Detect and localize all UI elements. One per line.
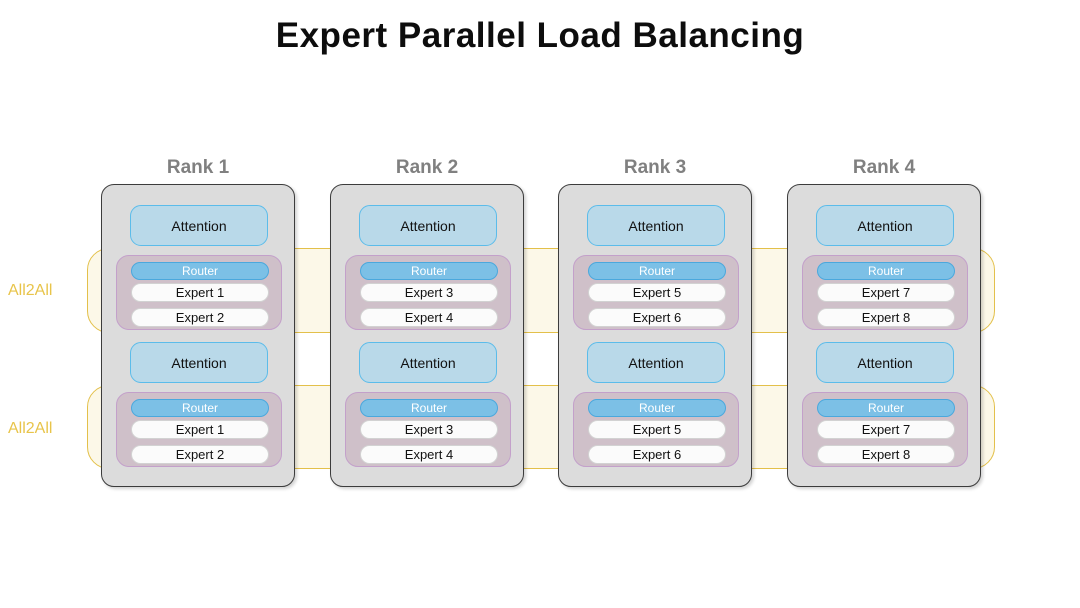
attention-block: Attention xyxy=(816,205,954,246)
attention-block: Attention xyxy=(130,342,268,383)
rank-column-3: Attention Router Expert 5 Expert 6 Atten… xyxy=(558,184,752,487)
moe-group: Router Expert 5 Expert 6 xyxy=(573,255,739,330)
rank-label-2: Rank 2 xyxy=(395,157,459,178)
expert-block: Expert 3 xyxy=(360,420,498,439)
page-title: Expert Parallel Load Balancing xyxy=(275,16,805,55)
expert-block: Expert 4 xyxy=(360,445,498,464)
moe-group: Router Expert 7 Expert 8 xyxy=(802,392,968,467)
attention-block: Attention xyxy=(587,342,725,383)
moe-group: Router Expert 1 Expert 2 xyxy=(116,392,282,467)
moe-group: Router Expert 1 Expert 2 xyxy=(116,255,282,330)
expert-block: Expert 2 xyxy=(131,445,269,464)
expert-block: Expert 8 xyxy=(817,445,955,464)
rank-label-1: Rank 1 xyxy=(166,157,230,178)
expert-block: Expert 7 xyxy=(817,420,955,439)
expert-block: Expert 1 xyxy=(131,420,269,439)
attention-block: Attention xyxy=(359,342,497,383)
moe-group: Router Expert 3 Expert 4 xyxy=(345,255,511,330)
router-block: Router xyxy=(588,399,726,417)
expert-block: Expert 7 xyxy=(817,283,955,302)
router-block: Router xyxy=(817,262,955,280)
moe-group: Router Expert 3 Expert 4 xyxy=(345,392,511,467)
router-block: Router xyxy=(588,262,726,280)
rank-label-3: Rank 3 xyxy=(623,157,687,178)
router-block: Router xyxy=(131,262,269,280)
expert-block: Expert 2 xyxy=(131,308,269,327)
attention-block: Attention xyxy=(816,342,954,383)
expert-block: Expert 1 xyxy=(131,283,269,302)
attention-block: Attention xyxy=(130,205,268,246)
attention-block: Attention xyxy=(359,205,497,246)
router-block: Router xyxy=(817,399,955,417)
rank-column-2: Attention Router Expert 3 Expert 4 Atten… xyxy=(330,184,524,487)
expert-block: Expert 5 xyxy=(588,420,726,439)
router-block: Router xyxy=(360,262,498,280)
attention-block: Attention xyxy=(587,205,725,246)
rank-2-stack: Attention Router Expert 3 Expert 4 Atten… xyxy=(331,185,523,486)
rank-1-stack: Attention Router Expert 1 Expert 2 Atten… xyxy=(102,185,294,486)
router-block: Router xyxy=(360,399,498,417)
expert-block: Expert 5 xyxy=(588,283,726,302)
expert-block: Expert 6 xyxy=(588,445,726,464)
rank-column-1: Attention Router Expert 1 Expert 2 Atten… xyxy=(101,184,295,487)
moe-group: Router Expert 5 Expert 6 xyxy=(573,392,739,467)
rank-label-4: Rank 4 xyxy=(852,157,916,178)
expert-block: Expert 3 xyxy=(360,283,498,302)
all2all-label-bottom: All2All xyxy=(8,420,53,437)
rank-4-stack: Attention Router Expert 7 Expert 8 Atten… xyxy=(788,185,980,486)
rank-column-4: Attention Router Expert 7 Expert 8 Atten… xyxy=(787,184,981,487)
expert-block: Expert 8 xyxy=(817,308,955,327)
router-block: Router xyxy=(131,399,269,417)
all2all-label-top: All2All xyxy=(8,282,53,299)
expert-block: Expert 6 xyxy=(588,308,726,327)
moe-group: Router Expert 7 Expert 8 xyxy=(802,255,968,330)
rank-3-stack: Attention Router Expert 5 Expert 6 Atten… xyxy=(559,185,751,486)
expert-block: Expert 4 xyxy=(360,308,498,327)
